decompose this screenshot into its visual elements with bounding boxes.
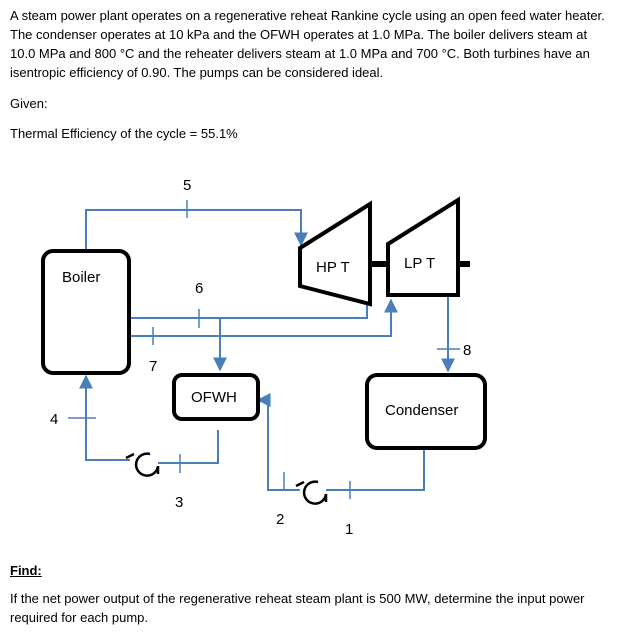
- state-label-2: 2: [276, 511, 284, 528]
- pipe-state-2: [256, 393, 300, 491]
- ofwh: [172, 373, 260, 421]
- hp-turbine: [298, 200, 372, 307]
- state-label-3: 3: [175, 494, 183, 511]
- find-question: If the net power output of the regenerat…: [10, 589, 585, 627]
- problem-line: A steam power plant operates on a regene…: [10, 8, 605, 23]
- state-label-6: 6: [195, 280, 203, 297]
- state-label-5: 5: [183, 177, 191, 194]
- given-efficiency: Thermal Efficiency of the cycle = 55.1%: [10, 126, 238, 141]
- question-line: If the net power output of the regenerat…: [10, 591, 585, 606]
- problem-statement: A steam power plant operates on a regene…: [10, 6, 605, 82]
- state-label-1: 1: [345, 521, 353, 538]
- pump-2: [125, 452, 160, 477]
- given-label: Given:: [10, 96, 48, 111]
- find-label: Find:: [10, 563, 42, 578]
- problem-line: 10.0 MPa and 800 °C and the reheater del…: [10, 46, 590, 61]
- condenser: [365, 373, 487, 450]
- state-label-7: 7: [149, 358, 157, 375]
- pipe-reheat-in: [109, 296, 368, 319]
- pipe-state-6: [129, 317, 227, 372]
- lp-turbine: [386, 196, 460, 297]
- boiler: [41, 249, 131, 375]
- condenser-label: Condenser: [385, 402, 458, 419]
- pipe-state-1: [326, 448, 425, 491]
- pump-1: [295, 480, 328, 505]
- problem-line: isentropic efficiency of 0.90. The pumps…: [10, 65, 384, 80]
- lp-turbine-label: LP T: [404, 255, 435, 272]
- state-label-4: 4: [50, 411, 58, 428]
- state-label-8: 8: [463, 342, 471, 359]
- pipe-state-5: [85, 209, 308, 252]
- pipe-state-4: [79, 374, 130, 461]
- problem-line: The condenser operates at 10 kPa and the…: [10, 27, 588, 42]
- ofwh-label: OFWH: [191, 389, 237, 406]
- question-line: required for each pump.: [10, 610, 149, 625]
- hp-turbine-label: HP T: [316, 259, 350, 276]
- pipe-state-3: [158, 430, 219, 464]
- boiler-label: Boiler: [62, 269, 100, 286]
